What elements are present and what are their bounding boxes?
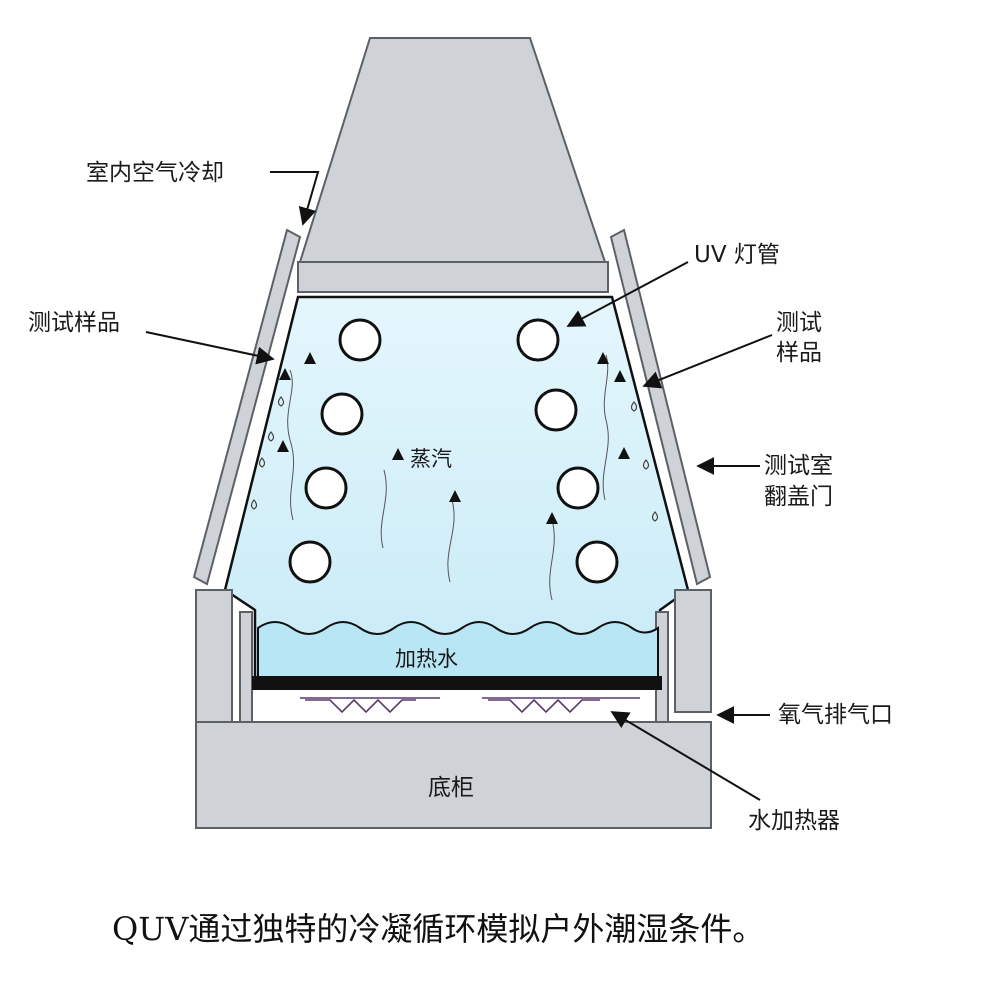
uv-lamp-l2 — [320, 392, 364, 436]
label-uv-lamp: UV 灯管 — [694, 242, 780, 268]
heated-water — [257, 621, 659, 679]
left-inner-post — [239, 611, 253, 723]
label-vent: 氧气排气口 — [778, 702, 893, 728]
base-cabinet — [195, 721, 712, 829]
leader-water-heater — [610, 711, 761, 801]
label-indoor-air-cooling: 室内空气冷却 — [86, 160, 224, 186]
label-heated-water: 加热水 — [395, 647, 458, 671]
left-lower-wall — [195, 589, 233, 723]
label-chamber-door-2: 翻盖门 — [764, 484, 833, 510]
hood-base — [297, 261, 609, 293]
uv-lamps — [288, 318, 619, 584]
leader-test-sample-right — [642, 334, 773, 389]
label-test-sample-left: 测试样品 — [28, 310, 120, 336]
uv-lamp-r2 — [534, 388, 578, 432]
label-test-sample-right-1: 测试 — [776, 310, 822, 336]
uv-lamp-r4 — [575, 540, 619, 584]
label-water-heater: 水加热器 — [748, 808, 840, 834]
leader-test-sample-left — [145, 331, 275, 365]
water-basin — [252, 676, 662, 690]
leader-uv-lamp — [566, 261, 689, 327]
label-chamber-door-1: 测试室 — [764, 453, 833, 479]
right-door-panel — [609, 228, 712, 586]
uv-lamp-r3 — [556, 466, 600, 510]
cooling-hood — [298, 37, 607, 263]
water-heater-coils — [300, 697, 640, 714]
uv-lamp-r1 — [516, 318, 560, 362]
uv-lamp-l1 — [338, 318, 382, 362]
left-door-panel — [192, 228, 302, 586]
condensation-droplets — [250, 396, 659, 522]
label-steam: 蒸汽 — [410, 447, 452, 471]
right-lower-wall — [674, 589, 712, 713]
label-base-cabinet: 底柜 — [428, 775, 474, 801]
uv-lamp-l4 — [288, 540, 332, 584]
steam-arrowheads — [277, 352, 630, 524]
uv-lamp-l3 — [304, 466, 348, 510]
steam-wisps — [287, 354, 609, 601]
label-test-sample-right-2: 样品 — [776, 340, 822, 366]
leader-indoor-air-cooling — [270, 171, 320, 226]
caption: QUV通过独特的冷凝循环模拟户外潮湿条件。 — [112, 910, 764, 948]
leader-lines — [145, 171, 773, 801]
